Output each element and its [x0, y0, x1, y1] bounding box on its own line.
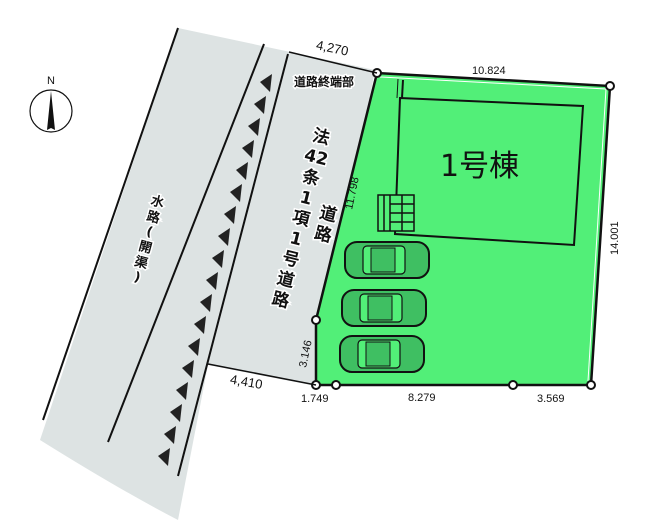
building-label: 1号棟: [440, 149, 519, 184]
waterway-right-edge: [107, 43, 265, 443]
entrance-steps: [377, 194, 415, 232]
road-area: [40, 28, 375, 520]
building-annex-line: [401, 79, 404, 99]
car: [344, 241, 430, 279]
building-footprint: [393, 96, 585, 247]
dim-bottom-road: 4,410: [229, 372, 264, 392]
dim-north-edge: 10.824: [472, 65, 506, 77]
dim-west-lower: 3.146: [297, 339, 314, 368]
svg-text:開: 開: [137, 239, 153, 257]
dim-east-edge: 14.001: [609, 221, 621, 255]
road-left-edge: [177, 53, 289, 477]
dim-line-top: [288, 51, 378, 74]
dim-top-road: 4,270: [315, 37, 350, 58]
dim-south-seg3: 3.569: [537, 393, 565, 405]
car: [341, 289, 427, 327]
north-arrow-icon: N: [29, 75, 73, 133]
waterway-left-edge: [42, 27, 179, 421]
building-annex-line: [396, 78, 399, 99]
svg-text:N: N: [47, 75, 55, 87]
dim-south-seg1: 1.749: [301, 393, 329, 405]
dim-south-seg2: 8.279: [408, 392, 436, 404]
road-end-label: 道路終端部: [294, 74, 354, 89]
embankment-marks: [158, 74, 272, 466]
dim-line-bottom: [207, 363, 317, 386]
car: [339, 335, 425, 373]
